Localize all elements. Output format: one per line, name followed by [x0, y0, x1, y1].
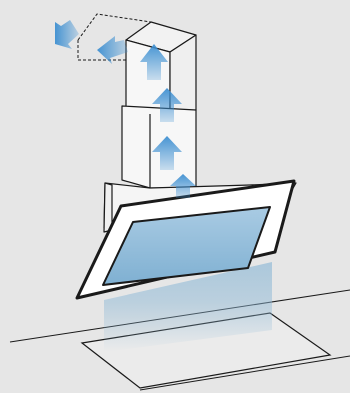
- airflow-arrow-icon: [55, 20, 79, 49]
